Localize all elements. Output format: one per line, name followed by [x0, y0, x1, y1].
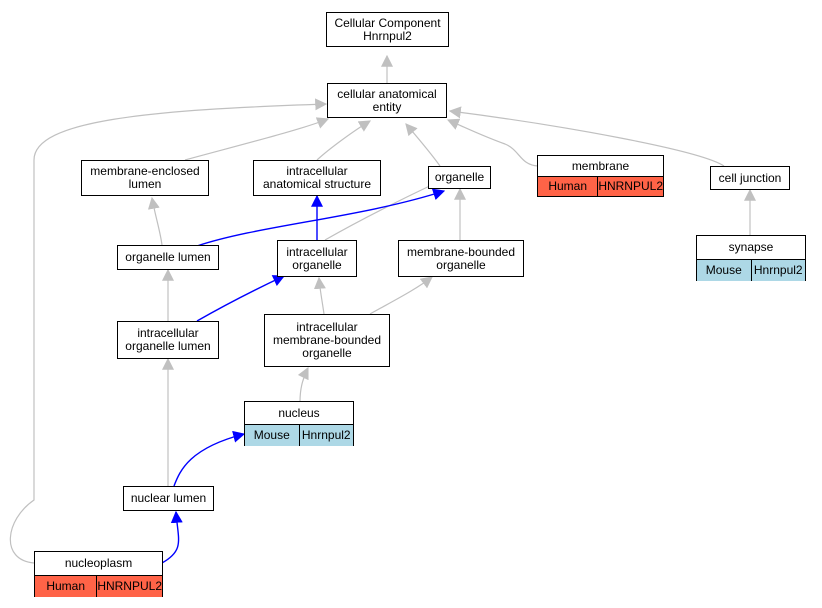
annotation-row: Mouse Hnrnpul2: [245, 425, 353, 446]
gene-cell: HNRNPUL2: [96, 576, 162, 597]
edge-organelle-to-cae: [405, 123, 441, 167]
gene-node-synapse[interactable]: synapse Mouse Hnrnpul2: [696, 235, 806, 281]
annotation-row: Human HNRNPUL2: [35, 576, 162, 597]
edge-nucleoplasm-to-cae: [9, 98, 328, 564]
node-intracellular-organelle-lumen[interactable]: intracellular organelle lumen: [117, 321, 219, 359]
edge-orglumen-blue: [196, 188, 446, 247]
node-cell-junction[interactable]: cell junction: [710, 166, 790, 190]
node-title: nucleus: [245, 402, 353, 425]
node-intracellular-anatomical-structure[interactable]: intracellular anatomical structure: [253, 160, 381, 196]
node-membrane-bounded-organelle[interactable]: membrane-bounded organelle: [398, 240, 524, 277]
species-cell: Mouse: [253, 428, 290, 442]
edge-mel-to-cae: [184, 117, 330, 161]
node-cellular-anatomical-entity[interactable]: cellular anatomical entity: [327, 83, 447, 118]
gene-node-nucleus[interactable]: nucleus Mouse Hnrnpul2: [244, 401, 354, 446]
node-organelle-lumen[interactable]: organelle lumen: [117, 245, 219, 270]
gene-node-membrane[interactable]: membrane Human HNRNPUL2: [537, 155, 664, 197]
edge-membrane-to-cae: [446, 118, 539, 167]
edge-intorg-to-organelle: [324, 182, 437, 241]
species-cell: Human: [548, 179, 587, 193]
edge-imbo-to-intorg: [313, 276, 326, 315]
node-title: synapse: [697, 236, 805, 260]
node-intracellular-membrane-bounded-organelle[interactable]: intracellular membrane-bounded organelle: [264, 314, 390, 367]
gene-node-nucleoplasm[interactable]: nucleoplasm Human HNRNPUL2: [34, 551, 163, 597]
node-membrane-enclosed-lumen[interactable]: membrane-enclosed lumen: [81, 160, 209, 196]
edge-nucleus-to-imbo: [297, 366, 309, 403]
edge-iol-blue: [196, 275, 286, 322]
node-title: membrane: [538, 156, 663, 177]
edge-celljunction-to-cae: [448, 106, 725, 167]
node-organelle[interactable]: organelle: [428, 166, 491, 189]
edge-nucleoplasm-blue: [161, 510, 183, 564]
species-cell: Mouse: [705, 263, 742, 277]
annotation-row: Human HNRNPUL2: [538, 177, 663, 196]
edge-nuclearlumen-blue: [173, 430, 246, 487]
edge-ias-to-cae: [316, 120, 372, 161]
annotation-row: Mouse Hnrnpul2: [697, 260, 805, 281]
edge-orglumen-to-mel: [147, 196, 163, 246]
gene-cell: HNRNPUL2: [597, 177, 663, 196]
edge-imbo-to-mbo: [369, 276, 433, 315]
node-title: nucleoplasm: [35, 552, 162, 576]
gene-cell: Hnrnpul2: [298, 425, 354, 446]
node-intracellular-organelle[interactable]: intracellular organelle: [277, 240, 357, 277]
species-cell: Human: [46, 579, 85, 593]
gene-cell: Hnrnpul2: [750, 260, 806, 281]
node-nuclear-lumen[interactable]: nuclear lumen: [123, 486, 214, 511]
node-root[interactable]: Cellular Component Hnrnpul2: [326, 12, 449, 47]
